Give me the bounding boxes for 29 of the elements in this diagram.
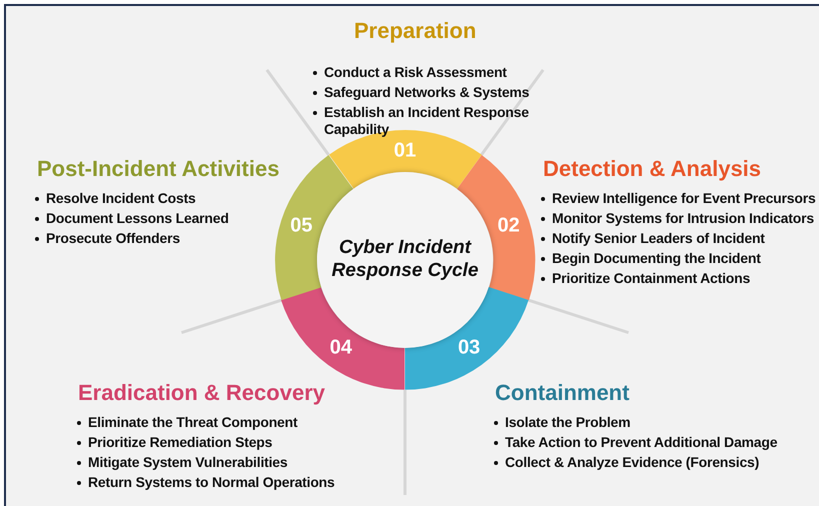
bullet-item: Take Action to Prevent Additional Damage xyxy=(505,434,778,451)
step-number: 02 xyxy=(498,214,520,238)
phase-heading: Detection & Analysis xyxy=(543,156,762,182)
bullet-item: Isolate the Problem xyxy=(505,414,630,431)
phase-heading: Eradication & Recovery xyxy=(78,380,325,406)
phase-heading: Containment xyxy=(495,380,630,406)
step-number: 04 xyxy=(330,336,352,360)
bullet-item: Review Intelligence for Event Precursors xyxy=(552,190,816,207)
cycle-title: Cyber Incident Response Cycle xyxy=(330,237,480,283)
bullet-item: Establish an Incident Response Capability xyxy=(324,104,530,138)
bullet-item: Safeguard Networks & Systems xyxy=(324,84,530,101)
bullet-item: Eliminate the Threat Component xyxy=(88,414,298,431)
bullet-item: Notify Senior Leaders of Incident xyxy=(552,230,765,247)
bullet-item: Monitor Systems for Intrusion Indicators xyxy=(552,210,814,227)
bullet-item: Document Lessons Learned xyxy=(46,210,229,227)
bullet-item: Conduct a Risk Assessment xyxy=(324,64,507,81)
bullet-item: Resolve Incident Costs xyxy=(46,190,196,207)
bullet-item: Begin Documenting the Incident xyxy=(552,250,761,267)
bullet-item: Return Systems to Normal Operations xyxy=(88,474,335,491)
bullet-item: Collect & Analyze Evidence (Forensics) xyxy=(505,454,760,471)
step-number: 05 xyxy=(290,214,312,238)
bullet-item: Prosecute Offenders xyxy=(46,230,180,247)
bullet-item: Mitigate System Vulnerabilities xyxy=(88,454,288,471)
step-number: 03 xyxy=(458,336,480,360)
bullet-item: Prioritize Containment Actions xyxy=(552,270,750,287)
phase-heading: Preparation xyxy=(354,18,476,44)
phase-heading: Post-Incident Activities xyxy=(37,156,280,182)
bullet-item: Prioritize Remediation Steps xyxy=(88,434,272,451)
step-number: 01 xyxy=(394,140,416,162)
